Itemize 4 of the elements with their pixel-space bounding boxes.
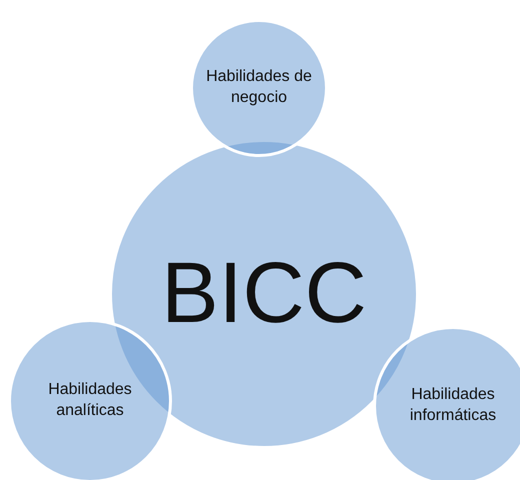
circle-label: Habilidades informáticas [408,385,498,426]
circle-label: Habilidades analíticas [47,380,133,421]
center-label: BICC [161,244,367,344]
circle-label: Habilidades de negocio [205,67,313,108]
